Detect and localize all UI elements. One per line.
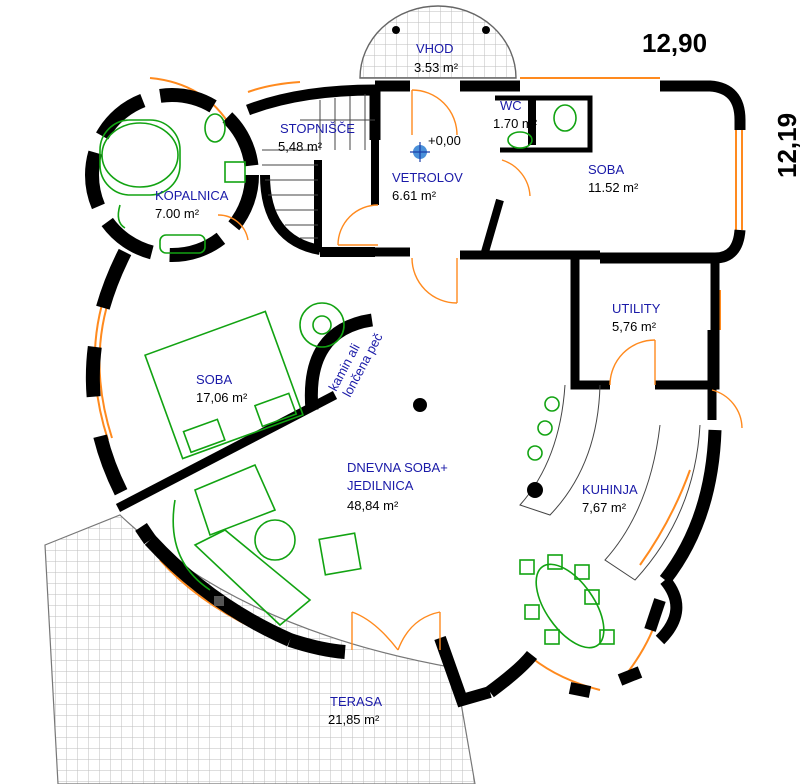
soba-w-area: 17,06 m² — [196, 390, 248, 405]
terrace-area — [44, 514, 476, 784]
kuhinja-area: 7,67 m² — [582, 500, 627, 515]
soba-w-label: SOBA — [196, 372, 232, 387]
dnevna-label-1: DNEVNA SOBA+ — [347, 460, 448, 475]
kuhinja-label: KUHINJA — [582, 482, 638, 497]
staircase — [262, 94, 375, 239]
utility-label: UTILITY — [612, 301, 661, 316]
kopalnica-label: KOPALNICA — [155, 188, 229, 203]
stopnisce-label: STOPNIŠČE — [280, 121, 355, 136]
vhod-area: 3.53 m² — [414, 60, 459, 75]
dnevna-label-2: JEDILNICA — [347, 478, 414, 493]
vhod-label: VHOD — [416, 41, 454, 56]
height-dimension: 12,19 — [772, 113, 800, 178]
width-dimension: 12,90 — [642, 28, 707, 58]
doors — [217, 89, 743, 651]
kopalnica-area: 7.00 m² — [155, 206, 200, 221]
vetrolov-label: VETROLOV — [392, 170, 463, 185]
terasa-label: TERASA — [330, 694, 382, 709]
soba-ne-label: SOBA — [588, 162, 624, 177]
vetrolov-area: 6.61 m² — [392, 188, 437, 203]
furniture — [99, 104, 701, 649]
stopnisce-area: 5,48 m² — [278, 139, 323, 154]
entrance-porch — [359, 5, 517, 79]
level-marker: +0,00 — [428, 133, 461, 148]
dnevna-area: 48,84 m² — [347, 498, 399, 513]
utility-area: 5,76 m² — [612, 319, 657, 334]
wc-area: 1.70 m² — [493, 116, 538, 131]
wc-label: WC — [500, 98, 522, 113]
terasa-area: 21,85 m² — [328, 712, 380, 727]
soba-ne-area: 11.52 m² — [588, 180, 639, 195]
